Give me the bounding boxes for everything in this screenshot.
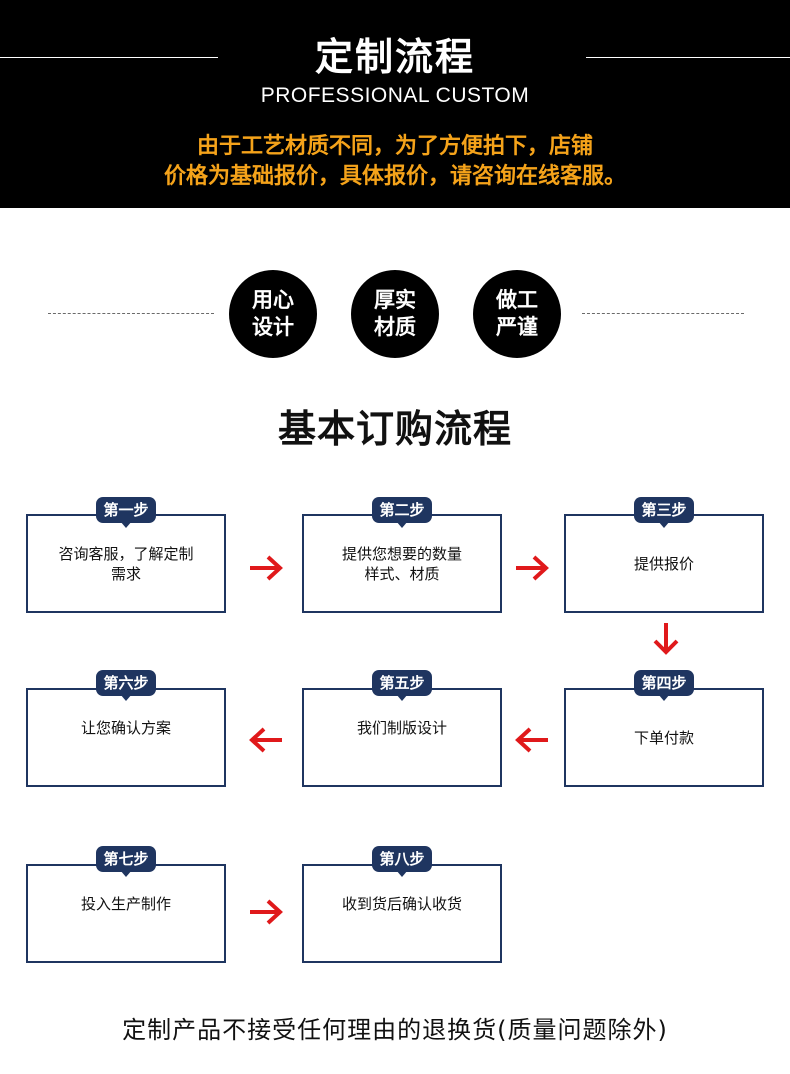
- step-description: 提供您想要的数量: [341, 545, 462, 563]
- header-rule-right: [586, 57, 790, 58]
- arrow-right-icon: [514, 554, 550, 582]
- arrow-right-icon: [248, 898, 284, 926]
- step-description: 投入生产制作: [80, 895, 171, 913]
- step-card-2: 提供您想要的数量 样式、材质: [302, 514, 502, 613]
- step-description: 收到货后确认收货: [341, 895, 462, 913]
- badge-text: 设计: [252, 315, 294, 339]
- badge-text: 厚实: [374, 288, 416, 312]
- arrow-right-icon: [248, 554, 284, 582]
- page-title: 定制流程: [314, 35, 475, 79]
- step-description: 下单付款: [633, 729, 694, 747]
- step-description: 咨询客服，了解定制: [58, 545, 194, 563]
- arrow-left-icon: [248, 726, 284, 754]
- badge-rule-left: [48, 313, 214, 314]
- arrow-down-icon: [652, 622, 680, 656]
- step-description: 样式、材质: [364, 565, 440, 583]
- step-card-1: 咨询客服，了解定制 需求: [26, 514, 226, 613]
- step-card-4: 下单付款: [564, 688, 764, 787]
- pricing-note-line1: 由于工艺材质不同，为了方便拍下，店铺: [196, 134, 593, 159]
- flow-title: 基本订购流程: [277, 407, 512, 451]
- step-tag-4: 第四步: [634, 670, 694, 701]
- arrow-left-icon: [514, 726, 550, 754]
- step-card-3: 提供报价: [564, 514, 764, 613]
- badge-material: 厚实材质: [351, 270, 439, 358]
- step-tag-7: 第七步: [96, 846, 156, 877]
- page-subtitle: PROFESSIONAL CUSTOM: [260, 84, 530, 107]
- step-description: 让您确认方案: [80, 719, 171, 737]
- step-tag-8: 第八步: [372, 846, 432, 877]
- step-tag-2: 第二步: [372, 497, 432, 528]
- badge-rule-right: [582, 313, 744, 314]
- step-tag-3: 第三步: [634, 497, 694, 528]
- step-card-6: 让您确认方案: [26, 688, 226, 787]
- badge-text: 做工: [496, 288, 538, 312]
- badge-text: 材质: [374, 315, 416, 339]
- step-tag-1: 第一步: [96, 497, 156, 528]
- step-card-8: 收到货后确认收货: [302, 864, 502, 963]
- badge-design: 用心设计: [229, 270, 317, 358]
- badge-text: 用心: [252, 288, 294, 312]
- return-policy-note: 定制产品不接受任何理由的退换货(质量问题除外): [122, 1016, 668, 1044]
- badge-craft: 做工严谨: [473, 270, 561, 358]
- badge-text: 严谨: [496, 315, 538, 339]
- step-description: 需求: [110, 565, 141, 583]
- step-description: 我们制版设计: [356, 719, 447, 737]
- header-banner: 定制流程 PROFESSIONAL CUSTOM 由于工艺材质不同，为了方便拍下…: [0, 0, 790, 208]
- pricing-note-line2: 价格为基础报价，具体报价，请咨询在线客服。: [163, 164, 626, 189]
- step-card-7: 投入生产制作: [26, 864, 226, 963]
- step-tag-5: 第五步: [372, 670, 432, 701]
- step-description: 提供报价: [633, 555, 694, 573]
- step-tag-6: 第六步: [96, 670, 156, 701]
- header-rule-left: [0, 57, 218, 58]
- step-card-5: 我们制版设计: [302, 688, 502, 787]
